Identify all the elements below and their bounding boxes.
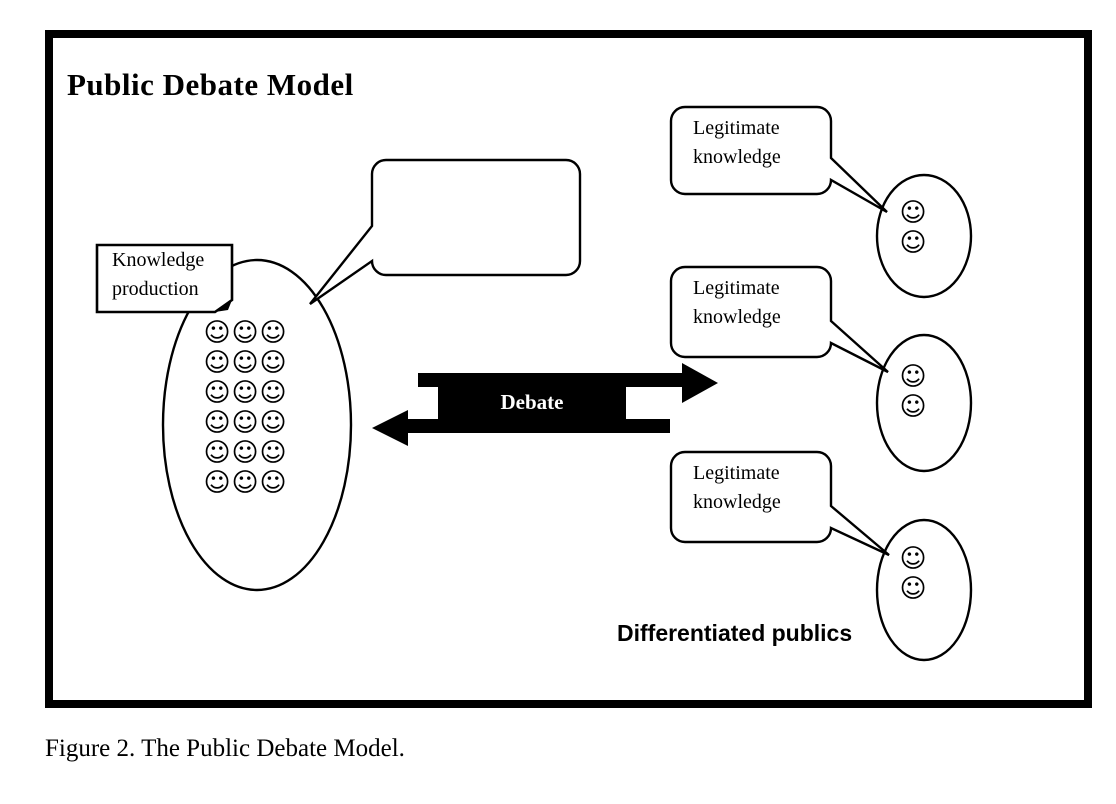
- smiley-face-icon: ☺: [899, 392, 927, 422]
- smiley-face-icon: ☺: [203, 468, 231, 498]
- knowledge-production-label: Knowledge production: [112, 249, 205, 300]
- public-members-group-2: ☺☺: [899, 362, 927, 422]
- legitimate-knowledge-label-1: Legitimate knowledge: [693, 117, 781, 168]
- differentiated-publics-label: Differentiated publics: [617, 620, 853, 646]
- note-folded-corner: [215, 300, 232, 312]
- smiley-face-icon: ☺: [231, 318, 259, 348]
- speech-bubble-1: [669, 105, 888, 214]
- smiley-face-icon: ☺: [259, 378, 287, 408]
- public-members-group-1: ☺☺: [899, 198, 927, 258]
- smiley-face-icon: ☺: [259, 318, 287, 348]
- public-members-group-3: ☺☺: [899, 544, 927, 604]
- smiley-face-icon: ☺: [231, 438, 259, 468]
- smiley-face-icon: ☺: [899, 544, 927, 574]
- smiley-face-icon: ☺: [231, 408, 259, 438]
- debate-arrow: [372, 363, 718, 446]
- smiley-face-icon: ☺: [899, 362, 927, 392]
- legitimate-knowledge-label-3: Legitimate knowledge: [693, 462, 781, 513]
- speech-bubble-3: [669, 450, 890, 557]
- figure-caption: Figure 2. The Public Debate Model.: [45, 735, 405, 762]
- smiley-face-icon: ☺: [231, 468, 259, 498]
- debate-arrow-right-head: [682, 363, 718, 403]
- smiley-face-icon: ☺: [899, 198, 927, 228]
- smiley-face-icon: ☺: [231, 378, 259, 408]
- knowledge-production-ellipse: [161, 258, 353, 592]
- knowledge-producers-group: ☺☺☺☺☺☺☺☺☺☺☺☺☺☺☺☺☺☺: [203, 318, 287, 498]
- smiley-face-icon: ☺: [203, 378, 231, 408]
- public-ellipse-1: [875, 173, 973, 299]
- smiley-face-icon: ☺: [259, 468, 287, 498]
- debate-arrow-bottom-shaft: [406, 419, 670, 433]
- smiley-face-icon: ☺: [899, 228, 927, 258]
- public-ellipse-3: [875, 518, 973, 662]
- debate-arrow-left-head: [372, 410, 408, 446]
- figure-frame: [45, 30, 1092, 708]
- speech-bubble-2: [669, 265, 889, 374]
- smiley-face-icon: ☺: [899, 574, 927, 604]
- public-ellipse-2: [875, 333, 973, 473]
- smiley-face-icon: ☺: [259, 438, 287, 468]
- smiley-face-icon: ☺: [203, 348, 231, 378]
- smiley-face-icon: ☺: [259, 408, 287, 438]
- smiley-face-icon: ☺: [231, 348, 259, 378]
- empty-speech-bubble: [309, 158, 582, 305]
- legitimate-knowledge-label-2: Legitimate knowledge: [693, 277, 781, 328]
- smiley-face-icon: ☺: [203, 318, 231, 348]
- smiley-face-icon: ☺: [259, 348, 287, 378]
- debate-label: Debate: [500, 390, 564, 414]
- smiley-face-icon: ☺: [203, 408, 231, 438]
- diagram-title: Public Debate Model: [67, 67, 354, 102]
- smiley-face-icon: ☺: [203, 438, 231, 468]
